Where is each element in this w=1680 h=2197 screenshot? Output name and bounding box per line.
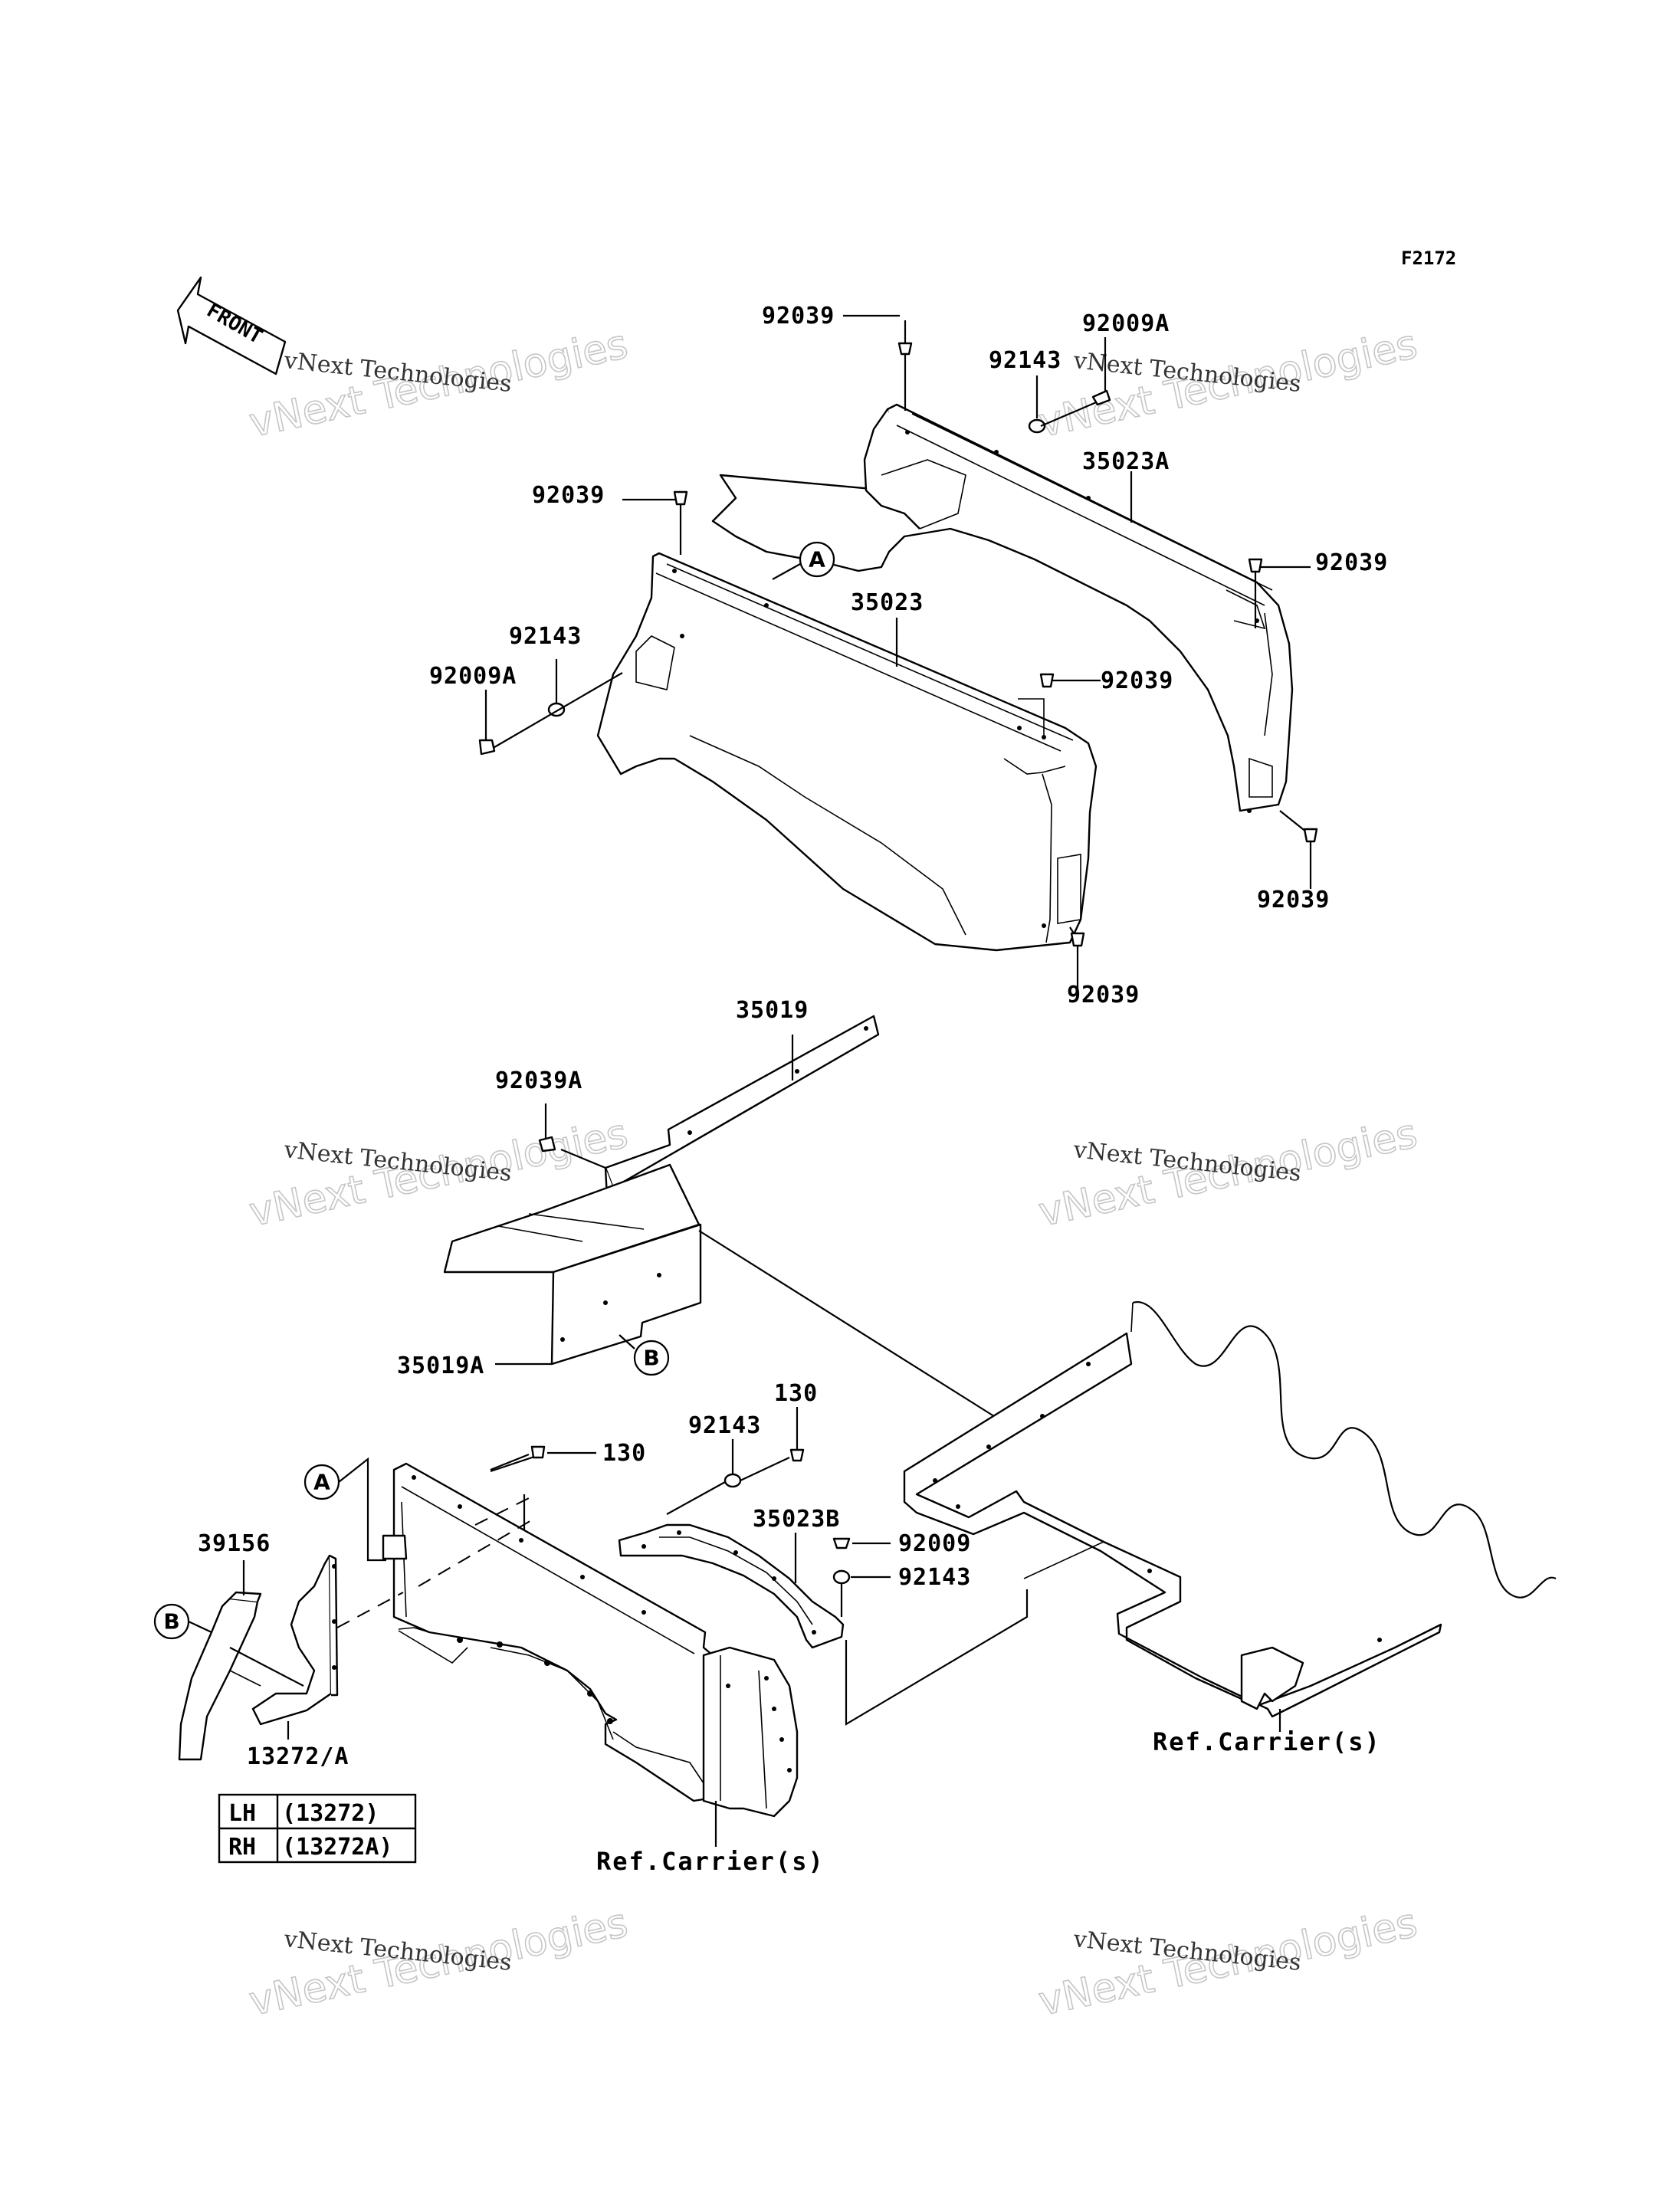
clip-92039-icon: [1069, 926, 1085, 989]
label-92009A-left: 92009A: [429, 663, 517, 690]
label-92143-low: 92143: [688, 1412, 761, 1439]
clip-92039-icon: [897, 320, 913, 411]
figure-id: F2172: [1401, 248, 1456, 269]
bolt-130-icon: [789, 1407, 805, 1462]
label-130-a: 130: [602, 1440, 646, 1467]
cover-35019A: [443, 1163, 702, 1366]
label-92039-mid: 92039: [1101, 667, 1173, 694]
clip-92039-icon: [1039, 673, 1101, 688]
label-39156: 39156: [198, 1530, 271, 1557]
table-row-lh-part: (13272): [282, 1800, 379, 1827]
inner-fender-plate: [702, 1646, 799, 1818]
clip-92039-icon: [1248, 558, 1311, 628]
label-92009: 92009: [898, 1530, 971, 1557]
table-row-rh-side: RH: [228, 1834, 256, 1861]
watermark: vNext Technologies vNext Technologies: [244, 321, 632, 448]
callout-a-lower-label: A: [313, 1470, 330, 1495]
label-92009A-top: 92009A: [1082, 310, 1170, 337]
label-92143-top: 92143: [989, 347, 1061, 374]
washer-92143-icon: [1028, 418, 1046, 434]
side-table: LH (13272) RH (13272A): [218, 1793, 417, 1864]
screw-92009A-icon: [478, 672, 623, 756]
clip-92039-icon: [1279, 810, 1318, 889]
break-line: [1132, 1300, 1557, 1599]
label-13272A: 13272/A: [247, 1743, 349, 1770]
connector-line: [845, 1589, 1029, 1726]
clip-92039-icon: [622, 490, 688, 555]
watermark: vNext Technologies vNext Technologies: [1034, 321, 1422, 448]
ref-carrier-right: Ref.Carrier(s): [1153, 1727, 1381, 1756]
label-92039A: 92039A: [495, 1067, 582, 1094]
label-92143-left: 92143: [509, 623, 582, 650]
watermark: vNext Technologies vNext Technologies: [1034, 1900, 1422, 2026]
label-92039-rt2: 92039: [1257, 887, 1330, 913]
label-35019: 35019: [736, 997, 809, 1024]
carrier-frame: [903, 1302, 1442, 1718]
flap-35023B: [618, 1523, 845, 1649]
label-35023: 35023: [851, 589, 924, 616]
screw-92009A-icon: [1040, 337, 1111, 428]
splash-shield-13272: [251, 1554, 339, 1726]
label-92039-rt1: 92039: [1315, 549, 1388, 576]
watermark: vNext Technologies vNext Technologies: [244, 1900, 632, 2026]
callout-b-lower-label: B: [163, 1609, 179, 1635]
ref-carrier-left: Ref.Carrier(s): [596, 1847, 825, 1876]
callout-b-mid-label: B: [643, 1346, 659, 1371]
label-130-b: 130: [774, 1380, 818, 1407]
bracket-35019: [604, 1015, 880, 1199]
screw-92009-icon: [832, 1537, 891, 1549]
table-row-rh-part: (13272A): [282, 1834, 393, 1861]
callout-a-upper: [799, 541, 835, 578]
fender-35023: [596, 552, 1098, 952]
table-row-lh-side: LH: [228, 1800, 256, 1827]
label-92039-bot: 92039: [1067, 982, 1140, 1008]
front-arrow-icon: FRONT: [176, 276, 287, 375]
label-35023B: 35023B: [753, 1506, 840, 1533]
fender-35023A: [711, 403, 1294, 813]
label-92039-left: 92039: [532, 482, 605, 509]
label-35023A: 35023A: [1082, 448, 1170, 475]
strip-39156: [178, 1591, 262, 1761]
label-35019A: 35019A: [397, 1353, 484, 1379]
callout-a-upper-label: A: [809, 547, 825, 572]
bolt-130-icon: [490, 1445, 596, 1471]
washer-92143-icon: [832, 1569, 891, 1617]
watermark: vNext Technologies vNext Technologies: [1034, 1110, 1422, 1237]
washer-92143-icon: [666, 1439, 790, 1515]
label-92039-top: 92039: [762, 303, 835, 330]
screw-92039A-icon: [538, 1103, 606, 1169]
inner-fender-13272: [392, 1462, 720, 1802]
callout-b-mid: [633, 1340, 670, 1376]
label-92143-low2: 92143: [898, 1564, 971, 1591]
